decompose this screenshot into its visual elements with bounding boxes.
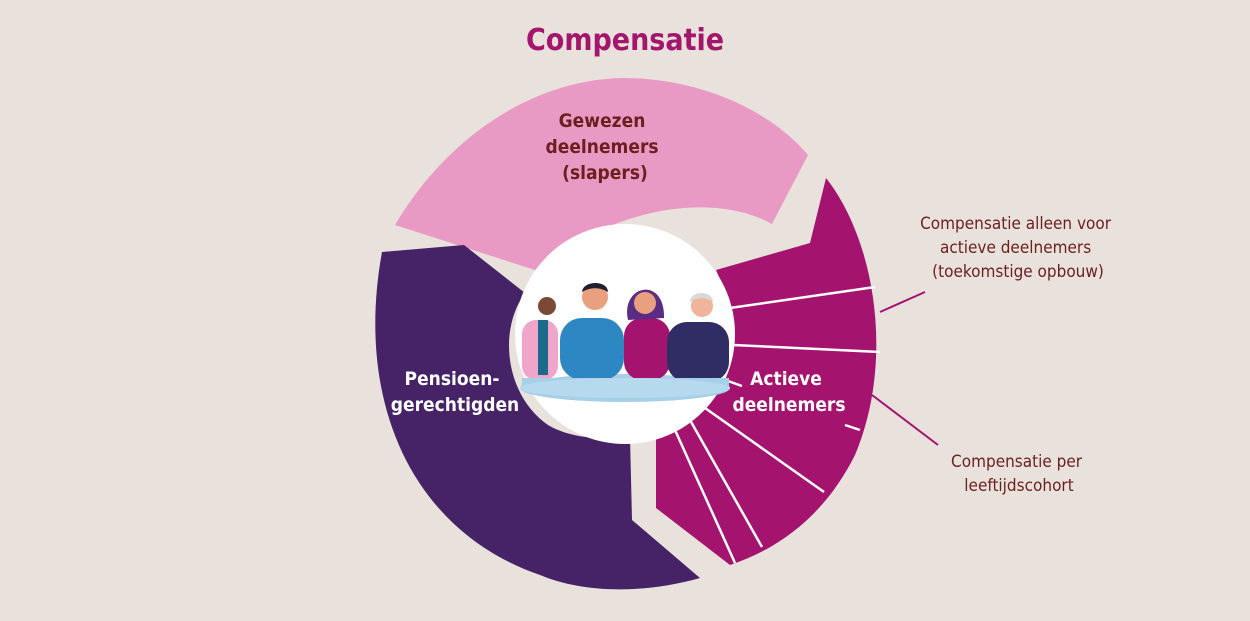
person-body bbox=[667, 322, 729, 382]
annotation-line: actieve deelnemers bbox=[940, 238, 1091, 258]
segment-slapers bbox=[395, 78, 808, 270]
divider-line bbox=[729, 285, 876, 310]
label-line: Pensioen- bbox=[405, 368, 500, 390]
label-actieve-deelnemers: Actieve deelnemers bbox=[732, 368, 845, 416]
label-line: deelnemers bbox=[732, 394, 845, 416]
annotation-line: leeftijdscohort bbox=[964, 476, 1073, 496]
annotation-line: (toekomstige opbouw) bbox=[932, 262, 1104, 282]
annotation-line: Compensatie alleen voor bbox=[920, 214, 1112, 234]
annotation-toekomstige: Compensatie alleen voor actieve deelneme… bbox=[920, 214, 1116, 282]
leader-line-cohort bbox=[871, 394, 939, 446]
segment-pensioengerechtigden bbox=[375, 245, 700, 590]
divider-line bbox=[732, 343, 881, 354]
person-hair bbox=[690, 293, 713, 302]
label-line: gerechtigden bbox=[391, 394, 519, 416]
diagram-title: Compensatie bbox=[526, 23, 724, 58]
annotation-line: Compensatie per bbox=[951, 452, 1083, 472]
annotation-cohort: Compensatie per leeftijdscohort bbox=[951, 452, 1087, 496]
label-line: Gewezen bbox=[559, 110, 646, 132]
person-head bbox=[634, 292, 656, 314]
leader-line-toekomstige bbox=[879, 291, 926, 313]
person-body bbox=[624, 318, 670, 380]
person-head bbox=[538, 297, 556, 315]
label-slapers: Gewezen deelnemers (slapers) bbox=[545, 110, 664, 184]
table-top bbox=[520, 378, 730, 398]
person-head bbox=[582, 284, 608, 310]
divider-line bbox=[688, 419, 764, 548]
person-head bbox=[691, 295, 713, 317]
person-hair bbox=[582, 283, 608, 292]
segment-actieve-deelnemers bbox=[656, 178, 877, 565]
divider-line bbox=[673, 429, 737, 564]
label-line: deelnemers bbox=[545, 136, 658, 158]
people-group-icon bbox=[515, 224, 735, 444]
divider-line bbox=[844, 423, 861, 432]
actieve-dividers bbox=[673, 285, 881, 564]
label-line: (slapers) bbox=[562, 162, 648, 184]
label-line: Actieve bbox=[750, 368, 822, 390]
person-body bbox=[560, 318, 624, 380]
person-shirt bbox=[538, 320, 548, 375]
label-pensioengerechtigden: Pensioen- gerechtigden bbox=[391, 368, 519, 416]
divider-line bbox=[704, 406, 825, 494]
